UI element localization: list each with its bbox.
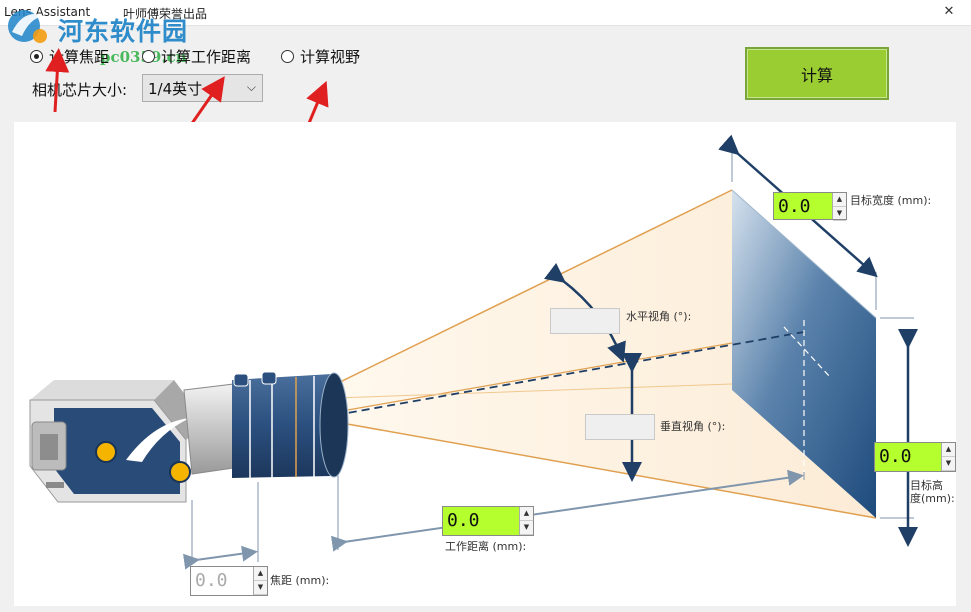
sensor-size-value: 1/4英寸 <box>148 79 203 98</box>
radio-dot-icon <box>142 49 155 63</box>
spin-up-icon[interactable]: ▲ <box>520 507 533 521</box>
spin-down-icon[interactable]: ▼ <box>254 581 267 595</box>
camera-illustration <box>29 380 206 503</box>
radio-field-of-view[interactable]: 计算视野 <box>281 45 360 67</box>
watermark-logo-icon <box>8 10 47 43</box>
focal-length-value: 0.0 <box>191 567 253 595</box>
working-distance-label: 工作距离 (mm): <box>445 540 527 553</box>
target-width-input[interactable]: 0.0 ▲ ▼ <box>773 192 847 221</box>
spin-up-icon[interactable]: ▲ <box>833 193 846 207</box>
spin-down-icon[interactable]: ▼ <box>942 457 955 471</box>
target-height-label-line2: 度(mm): <box>910 492 955 505</box>
target-height-spinner[interactable]: ▲ ▼ <box>941 443 955 471</box>
spin-up-icon[interactable]: ▲ <box>942 443 955 457</box>
working-distance-value: 0.0 <box>443 507 519 535</box>
target-width-label: 目标宽度 (mm): <box>850 194 932 207</box>
radio-working-distance-label: 计算工作距离 <box>161 47 252 66</box>
horizontal-angle-label: 水平视角 (°): <box>626 310 692 323</box>
radio-field-of-view-label: 计算视野 <box>300 47 361 66</box>
target-height-label-line1: 目标高 <box>910 479 943 492</box>
spin-up-icon[interactable]: ▲ <box>254 567 267 581</box>
annotation-arrows <box>45 48 329 133</box>
radio-dot-icon <box>281 49 294 63</box>
target-width-spinner[interactable]: ▲ ▼ <box>832 193 846 221</box>
lens-diagram: 水平视角 (°): 垂直视角 (°): 0.0 ▲ ▼ 目标宽度 (mm): 0… <box>14 122 956 606</box>
red-arrow-icon <box>45 48 70 113</box>
focal-length-spinner[interactable]: ▲ ▼ <box>253 567 267 595</box>
chevron-down-icon: ⌵ <box>246 80 256 94</box>
author-credit: 叶师傅荣誉出品 <box>123 7 208 21</box>
vertical-angle-output <box>585 414 655 440</box>
target-height-input[interactable]: 0.0 ▲ ▼ <box>874 442 956 472</box>
lens-diagram-graphic <box>29 134 918 570</box>
radio-working-distance[interactable]: 计算工作距离 <box>142 45 251 67</box>
working-distance-spinner[interactable]: ▲ ▼ <box>519 507 533 535</box>
vertical-angle-label: 垂直视角 (°): <box>660 420 726 433</box>
target-height-value: 0.0 <box>875 443 941 471</box>
horizontal-angle-output <box>550 308 620 334</box>
radio-dot-checked-icon <box>30 49 43 63</box>
focal-length-input[interactable]: 0.0 ▲ ▼ <box>190 566 268 596</box>
spin-down-icon[interactable]: ▼ <box>520 521 533 535</box>
spin-down-icon[interactable]: ▼ <box>833 207 846 221</box>
title-bar: Lens Assistant 叶师傅荣誉出品 ✕ <box>0 0 971 26</box>
target-width-value: 0.0 <box>774 193 832 219</box>
close-button[interactable]: ✕ <box>943 4 955 19</box>
lens-illustration <box>183 371 349 478</box>
focal-length-label: 焦距 (mm): <box>270 574 330 587</box>
watermark-site-name: 河东软件园 <box>58 17 189 46</box>
calculate-button[interactable]: 计算 <box>745 47 889 100</box>
working-distance-input[interactable]: 0.0 ▲ ▼ <box>442 506 534 536</box>
